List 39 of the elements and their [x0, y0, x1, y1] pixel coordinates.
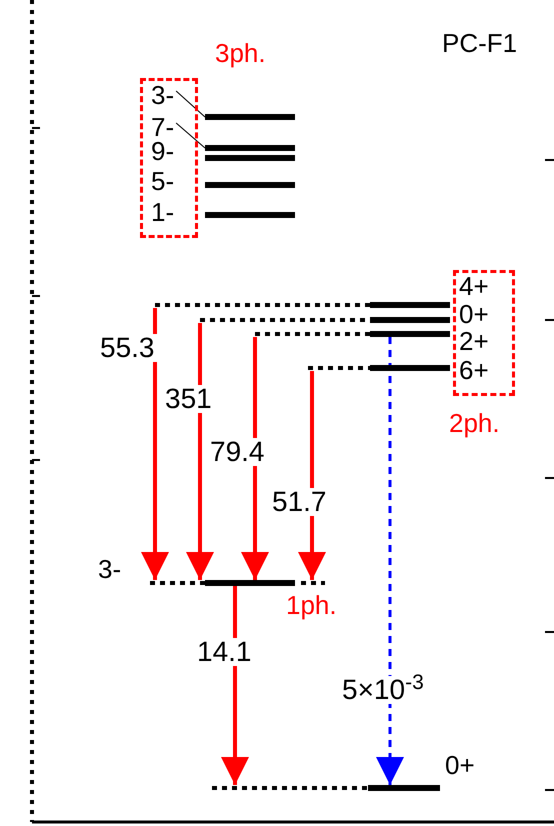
energy-level — [150, 580, 325, 586]
edge-label: 5×10$^{-3}$ — [340, 676, 426, 704]
energy-level — [212, 785, 440, 791]
spin-label: 3- — [151, 82, 174, 108]
energy-level — [155, 302, 450, 308]
transition-arrow — [221, 586, 249, 785]
edge-label: 51.7 — [270, 488, 328, 516]
transition-arrow — [141, 308, 169, 580]
energy-level — [205, 145, 295, 151]
level-label: 0+ — [445, 752, 475, 778]
spin-label: 1- — [151, 199, 174, 225]
energy-level — [205, 114, 295, 120]
leader-line — [176, 90, 206, 118]
level-label: 1ph. — [286, 592, 337, 618]
energy-level — [308, 365, 450, 371]
group-heading: 3ph. — [215, 40, 266, 66]
energy-level — [200, 317, 450, 323]
panel-label: PC-F1 — [442, 30, 518, 56]
transition-arrow — [376, 337, 404, 785]
spin-label: 6+ — [459, 357, 489, 383]
spin-label: 7- — [151, 114, 174, 140]
level-label: 3- — [98, 556, 122, 582]
group-heading: 2ph. — [449, 410, 500, 436]
group-box — [140, 78, 198, 238]
spin-label: 2+ — [459, 328, 489, 354]
group-box — [453, 270, 515, 396]
spin-label: 5- — [151, 168, 174, 194]
transition-arrow — [186, 323, 214, 580]
energy-level — [205, 155, 295, 161]
edge-label: 55.3 — [98, 334, 156, 362]
energy-level — [255, 331, 450, 337]
edge-label: 79.4 — [208, 438, 266, 466]
spin-label: 0+ — [459, 301, 489, 327]
transition-arrow — [241, 337, 269, 580]
transition-arrow — [298, 371, 326, 580]
energy-level — [205, 212, 295, 218]
spin-label: 4+ — [459, 273, 489, 299]
spin-label: 9- — [151, 138, 174, 164]
energy-level — [205, 182, 295, 188]
